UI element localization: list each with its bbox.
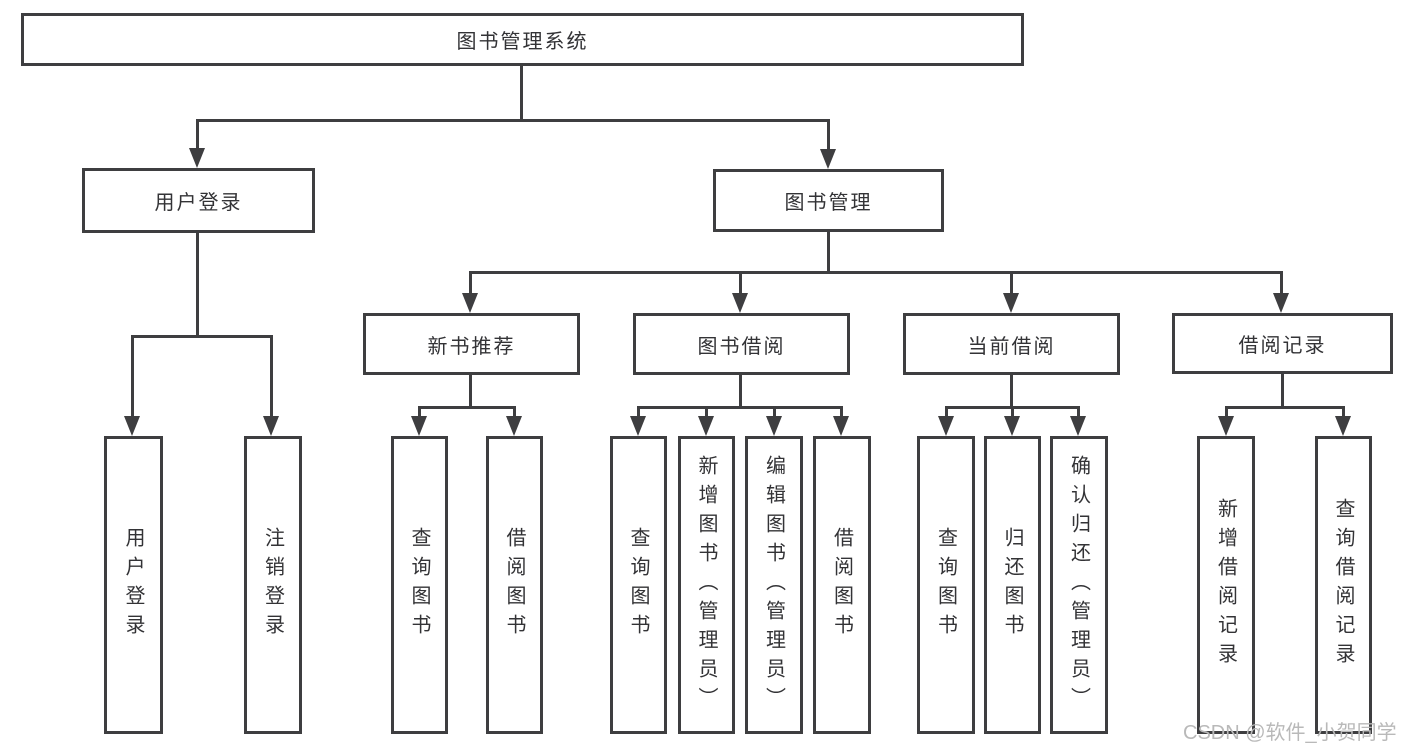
- connector-line: [131, 335, 273, 338]
- connector-line: [1077, 406, 1080, 418]
- connector-line: [270, 335, 273, 418]
- leaf-logout: 注销登录: [244, 436, 302, 734]
- leaf-query-books-borrow: 查询图书: [610, 436, 667, 734]
- leaf-confirm-return-admin: 确认归还（管理员）: [1050, 436, 1108, 734]
- node-borrow-records: 借阅记录: [1172, 313, 1393, 374]
- leaf-label: 查询借阅记录: [1332, 498, 1354, 672]
- connector-line: [739, 271, 742, 295]
- arrow-down-icon: [698, 416, 714, 436]
- leaf-label: 查询图书: [408, 527, 430, 643]
- arrow-down-icon: [820, 149, 836, 169]
- arrow-down-icon: [124, 416, 140, 436]
- arrow-down-icon: [630, 416, 646, 436]
- leaf-query-borrow-record: 查询借阅记录: [1315, 436, 1372, 734]
- connector-line: [739, 375, 742, 406]
- arrow-down-icon: [1003, 293, 1019, 313]
- leaf-query-books-recommend: 查询图书: [391, 436, 448, 734]
- arrow-down-icon: [1335, 416, 1351, 436]
- connector-line: [1010, 271, 1013, 295]
- node-book-borrow: 图书借阅: [633, 313, 850, 375]
- node-new-book-recommend: 新书推荐: [363, 313, 580, 375]
- leaf-label: 新增图书（管理员）: [695, 454, 717, 716]
- arrow-down-icon: [263, 416, 279, 436]
- leaf-label: 归还图书: [1001, 527, 1023, 643]
- leaf-borrow-books-recommend: 借阅图书: [486, 436, 543, 734]
- leaf-add-books-admin: 新增图书（管理员）: [678, 436, 735, 734]
- node-user-login: 用户登录: [82, 168, 315, 233]
- arrow-down-icon: [506, 416, 522, 436]
- arrow-down-icon: [1218, 416, 1234, 436]
- connector-line: [840, 406, 843, 418]
- leaf-user-login: 用户登录: [104, 436, 163, 734]
- node-book-management: 图书管理: [713, 169, 944, 232]
- leaf-borrow-books: 借阅图书: [813, 436, 871, 734]
- leaf-add-borrow-record: 新增借阅记录: [1197, 436, 1255, 734]
- leaf-label: 借阅图书: [503, 527, 525, 643]
- connector-line: [1281, 374, 1284, 406]
- connector-line: [637, 406, 640, 418]
- connector-line: [637, 406, 842, 409]
- arrow-down-icon: [411, 416, 427, 436]
- arrow-down-icon: [833, 416, 849, 436]
- connector-line: [1342, 406, 1345, 418]
- connector-line: [1010, 375, 1013, 406]
- leaf-label: 注销登录: [261, 527, 284, 643]
- arrow-down-icon: [938, 416, 954, 436]
- connector-line: [1225, 406, 1344, 409]
- csdn-watermark: CSDN @软件_小贺同学: [1183, 722, 1397, 744]
- connector-line: [945, 406, 948, 418]
- leaf-label: 查询图书: [627, 527, 649, 643]
- connector-line: [469, 271, 472, 295]
- leaf-label: 借阅图书: [830, 527, 853, 643]
- arrow-down-icon: [732, 293, 748, 313]
- leaf-return-books: 归还图书: [984, 436, 1041, 734]
- arrow-down-icon: [462, 293, 478, 313]
- connector-line: [773, 406, 776, 418]
- leaf-label: 用户登录: [122, 527, 144, 643]
- node-root: 图书管理系统: [21, 13, 1024, 66]
- connector-line: [196, 119, 830, 122]
- connector-line: [196, 119, 199, 150]
- leaf-label: 编辑图书（管理员）: [762, 454, 785, 716]
- arrow-down-icon: [1004, 416, 1020, 436]
- connector-line: [469, 271, 1281, 274]
- arrow-down-icon: [1273, 293, 1289, 313]
- connector-line: [1280, 271, 1283, 295]
- connector-line: [418, 406, 516, 409]
- connector-line: [1011, 406, 1014, 418]
- connector-line: [520, 66, 523, 119]
- connector-line: [827, 119, 830, 151]
- connector-line: [469, 375, 472, 406]
- leaf-label: 新增借阅记录: [1214, 498, 1237, 672]
- leaf-label: 确认归还（管理员）: [1067, 454, 1090, 716]
- arrow-down-icon: [1070, 416, 1086, 436]
- leaf-label: 查询图书: [934, 527, 957, 643]
- arrow-down-icon: [766, 416, 782, 436]
- connector-line: [827, 232, 830, 271]
- connector-line: [705, 406, 708, 418]
- connector-line: [513, 406, 516, 418]
- arrow-down-icon: [189, 148, 205, 168]
- connector-line: [196, 233, 199, 335]
- leaf-edit-books-admin: 编辑图书（管理员）: [745, 436, 803, 734]
- connector-line: [131, 335, 134, 418]
- connector-line: [418, 406, 421, 418]
- leaf-query-books-current: 查询图书: [917, 436, 975, 734]
- node-current-borrow: 当前借阅: [903, 313, 1120, 375]
- connector-line: [1225, 406, 1228, 418]
